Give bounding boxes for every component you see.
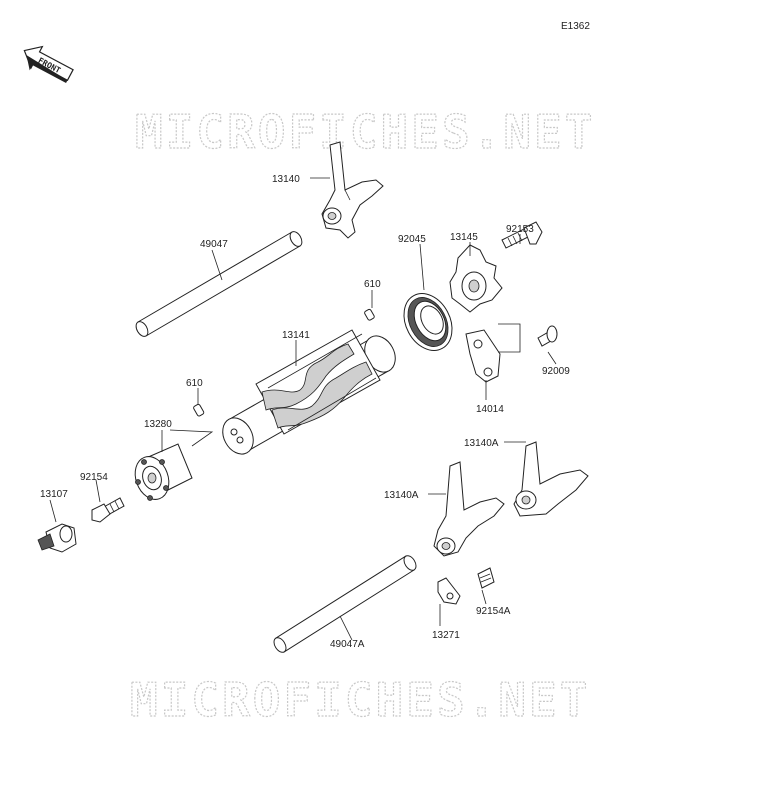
holder-13280 — [134, 443, 193, 501]
leader-lines — [49, 177, 557, 641]
switch-13107 — [37, 523, 77, 553]
label-13271: 13271 — [432, 630, 460, 641]
bolt-92154 — [91, 497, 125, 523]
shift-fork-13140A-right — [513, 441, 589, 517]
label-92045: 92045 — [398, 234, 426, 245]
label-92009: 92009 — [542, 366, 570, 377]
label-92154A: 92154A — [476, 606, 511, 617]
label-49047A: 49047A — [330, 639, 365, 650]
label-13141: 13141 — [282, 330, 310, 341]
label-13140: 13140 — [272, 174, 300, 185]
shift-drum-cam-13145 — [449, 244, 503, 313]
shift-fork-13140A-mid — [433, 461, 505, 557]
watermark-top: MICROFICHES.NET — [135, 105, 595, 159]
watermark-bottom: MICROFICHES.NET — [130, 673, 590, 727]
label-13280: 13280 — [144, 419, 172, 430]
label-92153: 92153 — [506, 224, 534, 235]
label-13145: 13145 — [450, 232, 478, 243]
label-49047: 49047 — [200, 239, 228, 250]
pin-610-top — [364, 308, 375, 321]
bolt-92153 — [501, 221, 543, 249]
label-92154: 92154 — [80, 472, 108, 483]
plate-14014 — [465, 329, 501, 383]
label-610-left: 610 — [186, 378, 203, 389]
front-arrow-icon: FRONT — [23, 45, 74, 83]
label-13107: 13107 — [40, 489, 68, 500]
pin-610-left — [193, 403, 205, 417]
label-14014: 14014 — [476, 404, 504, 415]
diagram-code: E1362 — [561, 21, 590, 32]
label-13140A-right: 13140A — [464, 438, 499, 449]
shift-fork-13140 — [321, 141, 384, 239]
plate-13271 — [437, 577, 461, 605]
bolt-92154A — [477, 567, 495, 589]
bearing-92045 — [403, 293, 453, 351]
bolt-92009 — [537, 325, 558, 347]
label-13140A-mid: 13140A — [384, 490, 419, 501]
shift-rod-49047 — [135, 231, 303, 337]
shift-rod-49047A — [273, 555, 417, 653]
label-610-top: 610 — [364, 279, 381, 290]
part-labels: 13140 49047 13145 92153 610 92045 13141 … — [40, 174, 570, 650]
shift-drum-13141 — [222, 329, 396, 455]
